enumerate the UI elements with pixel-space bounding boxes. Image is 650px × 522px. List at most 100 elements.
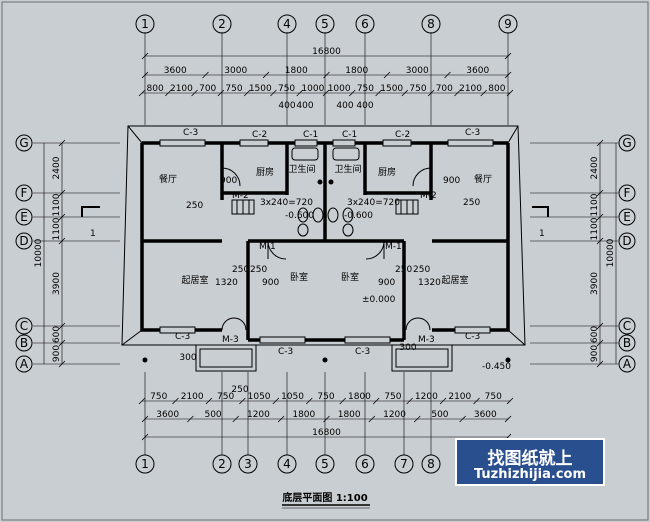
room-label: 卫生间 xyxy=(334,163,361,175)
dimension-tick xyxy=(262,71,270,79)
annotation-label: -0.600 xyxy=(344,211,373,221)
annotation-label: 250 xyxy=(232,265,249,275)
dimension-tick xyxy=(375,89,382,97)
bathroom-fixtures xyxy=(291,147,360,237)
axis-bubble xyxy=(315,14,335,34)
watermark-site: Tuzhizhijia.com xyxy=(473,467,587,482)
annotation-label: M-2 xyxy=(232,191,249,201)
axis-label: 6 xyxy=(361,457,369,471)
axis-bubble xyxy=(277,14,297,34)
axis-label: 8 xyxy=(427,17,435,31)
annotation-label: C-3 xyxy=(175,332,190,342)
room-label: 卧室 xyxy=(341,271,359,283)
dimension-label: 1100 xyxy=(52,217,62,240)
room-label: 餐厅 xyxy=(474,173,492,185)
axis-label: 1 xyxy=(141,457,149,471)
dimension-label: 1050 xyxy=(248,392,271,402)
dimension-label: 10000 xyxy=(34,238,44,267)
axis-label: 8 xyxy=(427,457,435,471)
dimension-label: 3600 xyxy=(466,66,489,76)
dimension-label: 300 xyxy=(179,353,196,363)
dimension-tick xyxy=(459,415,466,423)
annotation-label: 250 xyxy=(186,201,203,211)
dimension-tick xyxy=(187,415,194,423)
axis-label: G xyxy=(19,136,28,150)
axis-label: B xyxy=(20,336,28,350)
dimension-tick xyxy=(383,71,391,79)
axis-bubble xyxy=(212,14,232,34)
axis-label: D xyxy=(19,234,28,248)
annotation-label: C-2 xyxy=(252,130,267,140)
dimension-tick xyxy=(401,89,409,97)
annotation-label: M-3 xyxy=(418,335,435,345)
dimension-tick xyxy=(239,397,246,405)
dimension-label: 2400 xyxy=(52,156,62,179)
dimension-tick xyxy=(272,397,280,405)
grid-marker xyxy=(322,357,328,363)
axis-bubble xyxy=(421,454,441,474)
axis-label: 4 xyxy=(283,17,291,31)
dimension-label: 600 xyxy=(52,326,62,343)
dimension-tick xyxy=(58,139,66,147)
dimension-label: 1100 xyxy=(590,193,600,216)
dimension-tick xyxy=(596,339,604,347)
axis-bubble xyxy=(355,14,375,34)
dimension-label: 1800 xyxy=(345,66,368,76)
dimension-label: 3600 xyxy=(156,410,179,420)
axis-label: D xyxy=(622,234,631,248)
axis-label: 2 xyxy=(218,457,226,471)
axis-bubble xyxy=(618,134,636,152)
dimension-tick xyxy=(473,397,480,405)
annotation-label: 250 xyxy=(413,265,430,275)
dimension-tick xyxy=(58,360,66,368)
axis-bubble xyxy=(618,355,636,373)
dimension-tick xyxy=(217,89,225,97)
dimension-tick xyxy=(141,433,149,441)
dimension-label: 1200 xyxy=(383,410,406,420)
windows xyxy=(159,139,494,344)
dimension-label: 400 xyxy=(336,101,353,111)
axis-bubble xyxy=(315,454,335,474)
entry-steps xyxy=(195,344,453,372)
room-label: 起居室 xyxy=(441,274,468,286)
dimension-tick xyxy=(305,397,313,405)
dimension-tick xyxy=(339,397,347,405)
grid-marker xyxy=(142,357,148,363)
annotation-label: 900 xyxy=(443,176,460,186)
annotation-label: C-3 xyxy=(183,128,198,138)
dimension-label: 800 xyxy=(147,84,164,94)
axis-bubble xyxy=(15,232,33,250)
dimension-label: 2100 xyxy=(448,392,471,402)
dimension-tick xyxy=(58,189,66,197)
annotation-label: C-1 xyxy=(342,130,357,140)
annotation-label: -0.600 xyxy=(285,211,314,221)
dimension-label: 1200 xyxy=(415,392,438,402)
axis-bubble xyxy=(277,454,297,474)
annotation-label: C-3 xyxy=(465,332,480,342)
annotation-label: 250 xyxy=(250,265,267,275)
axis-label: F xyxy=(21,186,28,200)
dimension-label: 750 xyxy=(225,84,242,94)
watermark-badge: 找图纸就上 Tuzhizhijia.com xyxy=(455,438,605,486)
dimension-label: 900 xyxy=(590,345,600,362)
dimension-tick xyxy=(277,415,285,423)
dimension-label: 750 xyxy=(357,84,374,94)
dimension-label: 250 xyxy=(231,385,248,395)
dimension-tick xyxy=(504,415,512,423)
dimension-tick xyxy=(323,71,330,79)
dimension-label: 1100 xyxy=(590,217,600,240)
dimension-label: 500 xyxy=(431,410,448,420)
dimension-label: 2100 xyxy=(181,392,204,402)
axis-label: 7 xyxy=(400,457,408,471)
dimension-label: 1800 xyxy=(285,66,308,76)
dimension-tick xyxy=(480,89,487,97)
axis-bubble xyxy=(355,454,375,474)
dimension-label: 1800 xyxy=(292,410,315,420)
annotation-label: 1320 xyxy=(418,278,441,288)
dimension-label: 750 xyxy=(409,84,426,94)
dimension-label: 700 xyxy=(199,84,216,94)
dimension-tick xyxy=(454,89,461,97)
